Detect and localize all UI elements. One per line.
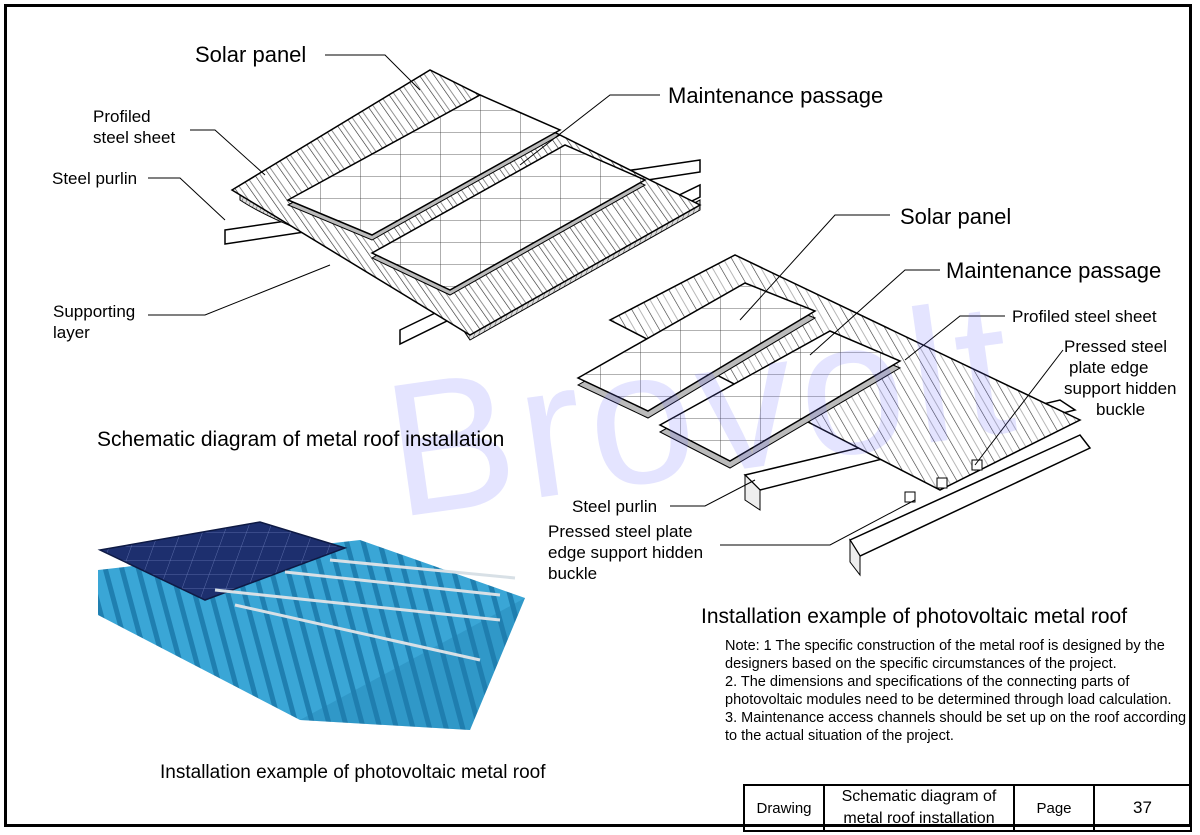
- label-pressed-steel-right-1: Pressed steel: [1064, 337, 1167, 356]
- note-2: 2. The dimensions and specifications of …: [725, 674, 1172, 708]
- top-roof-diagram: [148, 54, 702, 346]
- note-3: 3. Maintenance access channels should be…: [725, 710, 1187, 744]
- title-block: Drawing Schematic diagram of metal roof …: [743, 784, 1192, 832]
- label-supporting-layer-1: Supporting: [53, 302, 136, 321]
- title-block-title-line1: Schematic diagram of: [841, 788, 997, 805]
- title-block-page-number: 37: [1093, 784, 1192, 832]
- label-profiled-steel-sheet-top-2: steel sheet: [93, 128, 176, 147]
- title-block-drawing-label: Drawing: [743, 784, 825, 832]
- title-block-drawing-title: Schematic diagram of metal roof installa…: [823, 784, 1015, 832]
- label-solar-panel-right: Solar panel: [900, 204, 1012, 229]
- caption-installation-example-right: Installation example of photovoltaic met…: [701, 605, 1128, 628]
- label-pressed-steel-right-2: plate edge: [1069, 358, 1149, 377]
- caption-schematic-diagram: Schematic diagram of metal roof installa…: [97, 428, 505, 451]
- installation-photo: [97, 521, 525, 730]
- right-roof-diagram: [576, 214, 1092, 577]
- notes: Note: 1 The specific construction of the…: [725, 637, 1190, 745]
- caption-installation-example-photo: Installation example of photovoltaic met…: [160, 762, 546, 783]
- label-pressed-steel-right-4: buckle: [1096, 400, 1146, 419]
- label-solar-panel-top: Solar panel: [195, 42, 307, 67]
- label-hidden-buckle-2: edge support hidden: [548, 543, 704, 562]
- label-steel-purlin-right: Steel purlin: [572, 497, 658, 516]
- label-pressed-steel-right-3: support hidden: [1064, 379, 1177, 398]
- label-supporting-layer-2: layer: [53, 323, 90, 342]
- label-maintenance-passage-right: Maintenance passage: [946, 258, 1162, 283]
- label-hidden-buckle-1: Pressed steel plate: [548, 522, 693, 541]
- label-steel-purlin-top: Steel purlin: [52, 169, 138, 188]
- right-solar-panel-1: [576, 282, 817, 419]
- note-1: Note: 1 The specific construction of the…: [725, 638, 1165, 672]
- right-solar-panel-2: [658, 330, 902, 469]
- top-solar-panel-2: [370, 144, 647, 296]
- label-profiled-steel-sheet-right: Profiled steel sheet: [1012, 307, 1157, 326]
- drawing-frame: [4, 4, 1192, 827]
- label-maintenance-passage-top: Maintenance passage: [668, 83, 884, 108]
- title-block-page-label: Page: [1013, 784, 1095, 832]
- title-block-title-line2: metal roof installation: [843, 810, 995, 827]
- label-hidden-buckle-3: buckle: [548, 564, 598, 583]
- top-solar-panel-1: [286, 94, 562, 241]
- label-profiled-steel-sheet-top-1: Profiled: [93, 107, 151, 126]
